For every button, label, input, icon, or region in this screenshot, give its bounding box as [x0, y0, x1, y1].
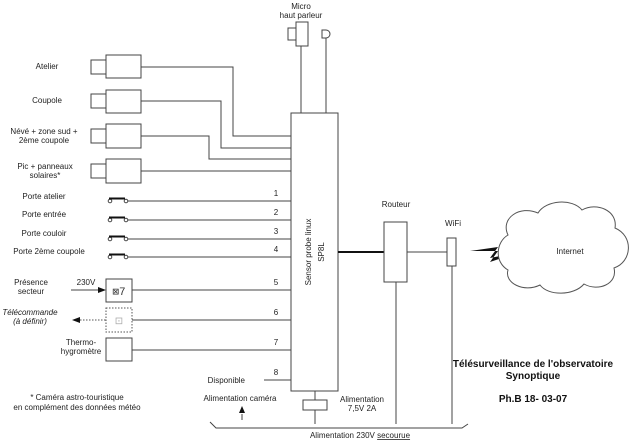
router: Routeur [382, 200, 411, 283]
micro-label-2: haut parleur [280, 11, 323, 20]
thermo-hygrometer-icon [105, 337, 133, 362]
camera-icon [90, 54, 142, 79]
footnote: * Caméra astro-touristique en complément… [13, 393, 141, 412]
door-contact-icon [107, 253, 129, 260]
speaker-icon [287, 21, 309, 47]
wifi-access-point: WiFi [445, 219, 461, 267]
camera-coupole: Coupole [32, 89, 291, 149]
sensor-label: secteur [18, 287, 45, 296]
micro-label-1: Micro [291, 2, 311, 11]
remote-control-icon [105, 307, 133, 333]
channel-available: Disponible 8 [208, 368, 291, 385]
title-line1: Télésurveillance de l'observatoire [453, 359, 614, 370]
internet-cloud: Internet [497, 201, 629, 294]
sensor-label: Présence [14, 278, 48, 287]
contact-row: Porte couloir 3 [22, 227, 291, 242]
camera-atelier: Atelier [36, 54, 291, 137]
sensor-remote-control: Télécommande (à définir) ⊡ 6 [2, 307, 291, 333]
channel-number: 6 [274, 308, 279, 317]
power-supply-icon [302, 399, 328, 411]
arrow-left-icon [72, 317, 80, 323]
microphone-icon [321, 29, 331, 39]
channel-number: 8 [274, 368, 279, 377]
psu-rating: 7,5V 2A [348, 404, 377, 413]
camera-label: Névé + zone sud + [10, 127, 77, 136]
camera-label: solaires* [30, 171, 61, 180]
micro-speaker: Micro haut parleur [280, 2, 331, 113]
sensor-label: (à définir) [13, 317, 47, 326]
contact-label: Porte couloir [22, 229, 67, 238]
remote-glyph: ⊡ [115, 316, 123, 327]
mains-bracket [209, 421, 469, 429]
arrow-up-icon [239, 406, 245, 413]
probe-model: SP8L [317, 242, 326, 262]
channel-number: 1 [274, 189, 279, 198]
camera-label: Pic + panneaux [17, 162, 72, 171]
title-block: Télésurveillance de l'observatoire Synop… [453, 359, 614, 405]
arrow-right-icon [98, 287, 106, 293]
mains-label: Alimentation 230V secourue [310, 431, 411, 440]
available-label: Disponible [208, 376, 246, 385]
camera-label: 2ème coupole [19, 136, 70, 145]
camera-group: Atelier Coupole Névé + zone sud + 2ème c… [10, 54, 291, 184]
channel-number: 3 [274, 227, 279, 236]
door-contact-icon [107, 197, 129, 204]
wifi-label: WiFi [445, 219, 461, 228]
contact-row: Porte 2ème coupole 4 [13, 245, 291, 260]
sensor-label: hygromètre [61, 347, 102, 356]
contact-row: Porte entrée 2 [22, 208, 291, 223]
sensor-label: Thermo- [66, 338, 97, 347]
sensor-label: Télécommande [2, 308, 58, 317]
door-contact-icon [107, 216, 129, 223]
camera-neve: Névé + zone sud + 2ème coupole [10, 123, 291, 160]
sensor-probe: Sensor probe linux SP8L [290, 112, 339, 392]
door-contact-icon [107, 235, 129, 242]
psu-label: Alimentation [340, 395, 384, 404]
sensor-thermo: Thermo- hygromètre 7 [61, 337, 291, 362]
camera-power-label: Alimentation caméra [204, 394, 277, 403]
camera-icon [90, 89, 142, 114]
router-label: Routeur [382, 200, 411, 209]
contact-label: Porte atelier [22, 192, 65, 201]
channel-number: 5 [274, 278, 279, 287]
power-supply: Alimentation 7,5V 2A [302, 391, 384, 424]
camera-icon [90, 123, 142, 149]
camera-power: Alimentation caméra [204, 394, 277, 420]
channel-number: 2 [274, 208, 279, 217]
svg-text:en complément des données mété: en complément des données météo [13, 403, 141, 412]
camera-pic: Pic + panneaux solaires* [17, 158, 291, 184]
camera-label: Coupole [32, 96, 62, 105]
title-line2: Synoptique [506, 371, 561, 382]
contact-label: Porte entrée [22, 210, 67, 219]
internet-label: Internet [556, 247, 584, 256]
door-contacts: Porte atelier 1 Porte entrée 2 Porte cou… [13, 189, 291, 260]
contact-row: Porte atelier 1 [22, 189, 291, 204]
voltage-label: 230V [77, 278, 96, 287]
svg-text:* Caméra astro-touristique: * Caméra astro-touristique [30, 393, 124, 402]
author-date: Ph.B 18- 03-07 [499, 394, 568, 405]
camera-icon [90, 158, 142, 184]
channel-number: 4 [274, 245, 279, 254]
probe-label: Sensor probe linux [304, 219, 313, 286]
detector-glyph: ⊠7 [112, 287, 125, 299]
camera-label: Atelier [36, 62, 59, 71]
sensor-presence: Présence secteur 230V ⊠7 5 [14, 278, 291, 303]
contact-label: Porte 2ème coupole [13, 247, 85, 256]
channel-number: 7 [274, 338, 279, 347]
wireless-link-icon [470, 247, 520, 262]
